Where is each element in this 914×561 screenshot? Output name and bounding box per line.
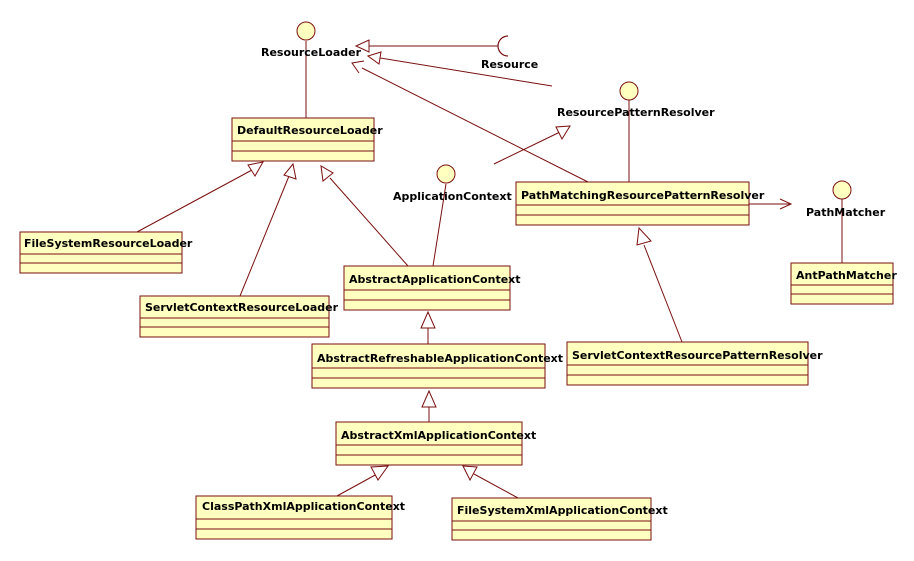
class-box xyxy=(311,343,546,389)
realization-abstractapplicationcontext-applicationcontext xyxy=(432,183,447,267)
interface-label: Resource xyxy=(481,58,538,71)
generalization-servletcontextresourcepatternresolver xyxy=(643,244,683,343)
class-classpathxmlapplicationcontext[interactable]: ClassPathXmlApplicationContext xyxy=(195,495,405,540)
dependency-arrowhead xyxy=(354,39,370,53)
class-name: FileSystemResourceLoader xyxy=(24,237,193,250)
class-filesystemresourceloader[interactable]: FileSystemResourceLoader xyxy=(19,231,193,274)
generalization-classpathxml xyxy=(336,473,378,497)
generalization-arrowhead xyxy=(320,165,334,182)
class-box xyxy=(451,497,652,541)
class-name: ClassPathXmlApplicationContext xyxy=(202,500,405,513)
class-name: AbstractXmlApplicationContext xyxy=(341,429,536,442)
class-name: FileSystemXmlApplicationContext xyxy=(457,504,668,517)
class-servletcontextresourceloader[interactable]: ServletContextResourceLoader xyxy=(139,295,339,338)
relations xyxy=(136,35,843,499)
class-filesystemxmlapplicationcontext[interactable]: FileSystemXmlApplicationContext xyxy=(451,497,668,541)
classes: DefaultResourceLoader FileSystemResource… xyxy=(19,117,897,541)
class-box xyxy=(19,231,183,274)
generalization-arrowhead xyxy=(555,125,571,141)
generalization-filesystemresourceloader xyxy=(136,169,253,233)
interface-label: ResourcePatternResolver xyxy=(557,106,715,119)
class-pathmatchingresourcepatternresolver[interactable]: PathMatchingResourcePatternResolver xyxy=(515,181,765,226)
class-box xyxy=(790,262,894,305)
interface-label: PathMatcher xyxy=(806,206,886,219)
generalization-pathmatching-resourceloader xyxy=(361,67,589,183)
interface-resource[interactable]: Resource xyxy=(481,58,538,71)
interface-circle-icon xyxy=(832,180,852,200)
interface-circle-icon xyxy=(296,21,316,41)
class-name: AbstractRefreshableApplicationContext xyxy=(317,352,563,365)
class-box xyxy=(231,117,375,162)
class-name: AbstractApplicationContext xyxy=(349,273,521,286)
class-box xyxy=(566,341,809,386)
generalization-arrowhead-open xyxy=(351,60,365,74)
generalization-applicationcontext-resourcepatternresolver xyxy=(493,131,561,165)
association-arrowhead xyxy=(779,198,793,210)
class-name: ServletContextResourceLoader xyxy=(145,301,339,314)
generalization-resourcepatternresolver-resourceloader xyxy=(379,57,553,87)
generalization-servletcontextresourceloader xyxy=(239,175,290,297)
generalization-filesystemxml xyxy=(473,473,519,499)
interface-circle-icon xyxy=(619,81,639,101)
interface-circle-icon xyxy=(436,164,456,184)
generalization-arrowhead xyxy=(366,51,382,65)
generalization-arrowhead xyxy=(247,161,264,177)
class-abstractapplicationcontext[interactable]: AbstractApplicationContext xyxy=(343,265,521,311)
class-servletcontextresourcepatternresolver[interactable]: ServletContextResourcePatternResolver xyxy=(566,341,823,386)
class-box xyxy=(139,295,330,338)
class-box xyxy=(343,265,511,311)
class-name: PathMatchingResourcePatternResolver xyxy=(521,189,765,202)
class-name: ServletContextResourcePatternResolver xyxy=(572,349,823,362)
class-box xyxy=(195,495,393,540)
interfaces: ResourceLoader Resource ResourcePatternR… xyxy=(261,21,886,219)
interface-label: ResourceLoader xyxy=(261,46,362,59)
interface-resourceloader[interactable]: ResourceLoader xyxy=(261,21,362,59)
interface-pathmatcher[interactable]: PathMatcher xyxy=(806,180,886,219)
class-box xyxy=(335,421,523,466)
class-defaultresourceloader[interactable]: DefaultResourceLoader xyxy=(231,117,383,162)
generalization-arrowhead xyxy=(421,389,437,408)
generalization-abstractapplicationcontext xyxy=(329,177,409,267)
generalization-arrowhead xyxy=(636,226,652,246)
class-abstractxmlapplicationcontext[interactable]: AbstractXmlApplicationContext xyxy=(335,421,536,466)
class-name: AntPathMatcher xyxy=(796,269,897,282)
class-antpathmatcher[interactable]: AntPathMatcher xyxy=(790,262,897,305)
interface-applicationcontext[interactable]: ApplicationContext xyxy=(393,164,512,203)
generalization-arrowhead xyxy=(462,465,478,482)
interface-label: ApplicationContext xyxy=(393,190,512,203)
interface-resourcepatternresolver[interactable]: ResourcePatternResolver xyxy=(557,81,715,119)
resource-socket-icon xyxy=(497,35,509,57)
generalization-arrowhead xyxy=(420,310,436,329)
class-abstractrefreshableapplicationcontext[interactable]: AbstractRefreshableApplicationContext xyxy=(311,343,563,389)
class-name: DefaultResourceLoader xyxy=(237,124,383,137)
class-box xyxy=(515,181,750,226)
generalization-arrowhead xyxy=(283,162,297,180)
generalization-arrowhead xyxy=(370,465,390,481)
